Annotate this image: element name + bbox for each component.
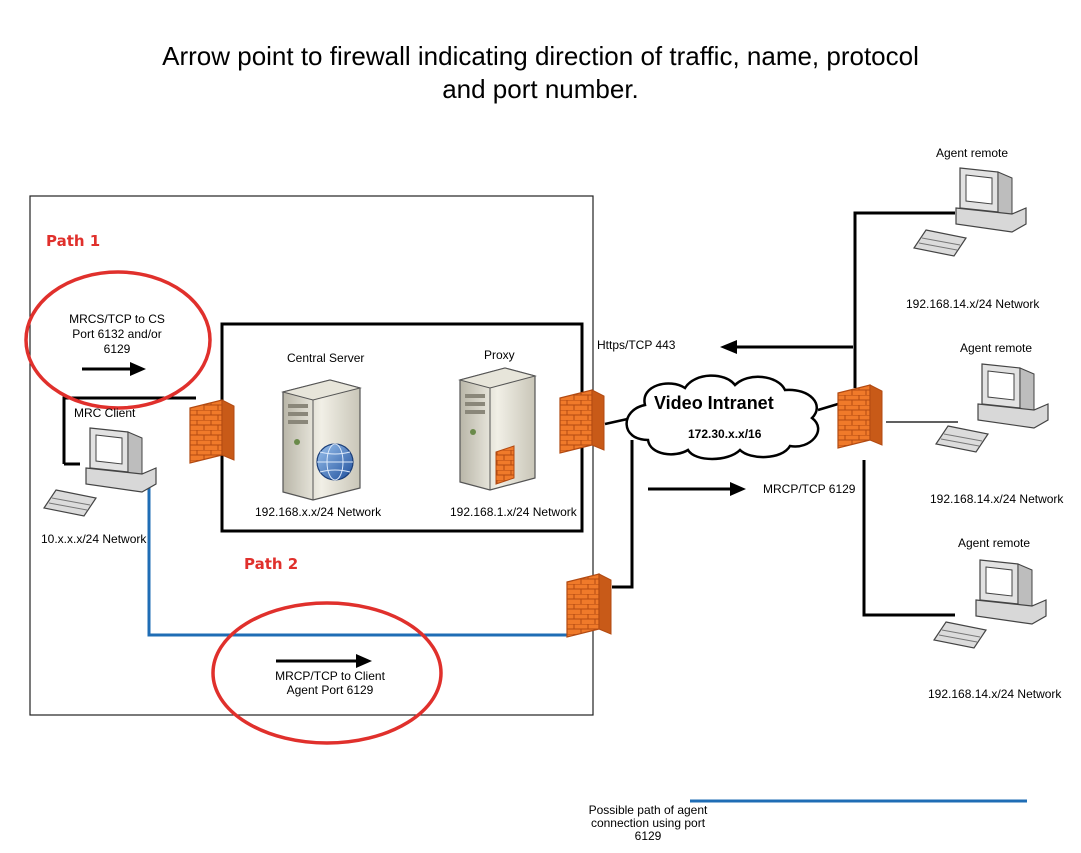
https-protocol-label: Https/TCP 443 [597, 338, 676, 352]
path2-note-line: MRCP/TCP to Client [275, 669, 385, 683]
path1-highlight [24, 270, 212, 410]
central-server-network: 192.168.x.x/24 Network [255, 505, 382, 519]
legend-line-text: 6129 [634, 829, 662, 843]
proxy-server-icon [458, 367, 537, 491]
legend-line-text: connection using port [590, 816, 706, 830]
firewall-icon [837, 384, 883, 449]
computer-icon [43, 427, 157, 517]
arrow-left-icon [720, 340, 853, 354]
globe-icon [316, 443, 354, 481]
path2-highlight [211, 601, 443, 745]
arrow-right-icon [276, 654, 372, 668]
path1-note-line: MRCS/TCP to CS [69, 312, 165, 326]
path2-note-line: Agent Port 6129 [286, 683, 374, 697]
firewall-icon [189, 399, 235, 464]
path1-label: Path 1 [46, 232, 101, 250]
agent-remote-label: Agent remote [936, 146, 1009, 160]
cloud-subnet: 172.30.x.x/16 [688, 427, 762, 441]
firewall-icon [566, 573, 612, 638]
agent-remote-network: 192.168.14.x/24 Network [928, 687, 1062, 701]
path1-note-line: 6129 [103, 342, 131, 356]
arrow-right-icon [648, 482, 746, 496]
agent-remote-label: Agent remote [960, 341, 1033, 355]
site-boundary [29, 195, 594, 716]
agent-remote-label: Agent remote [958, 536, 1031, 550]
legend-text: Possible path of agent connection using … [578, 804, 718, 843]
mrcp-protocol-label: MRCP/TCP 6129 [763, 482, 856, 496]
agent-remote-network: 192.168.14.x/24 Network [930, 492, 1064, 506]
firewall-icon [559, 389, 605, 454]
mrc-client-label: MRC Client [74, 406, 136, 420]
cloud-name: Video Intranet [654, 393, 774, 413]
arrow-right-icon [82, 362, 146, 376]
path2-label: Path 2 [244, 555, 299, 573]
legend-line-text: Possible path of agent [588, 803, 708, 817]
computer-icon [933, 559, 1047, 649]
path1-note-line: Port 6132 and/or [72, 327, 162, 341]
proxy-label: Proxy [484, 348, 515, 362]
path2-line [146, 476, 570, 637]
title-line-2: and port number. [442, 74, 639, 104]
path1-note: MRCS/TCP to CS Port 6132 and/or 6129 [52, 312, 182, 357]
path2-note: MRCP/TCP to Client Agent Port 6129 [255, 669, 405, 697]
proxy-network: 192.168.1.x/24 Network [450, 505, 577, 519]
mrc-client-network: 10.x.x.x/24 Network [41, 532, 147, 546]
computer-icon [935, 363, 1049, 453]
agent-remote-network: 192.168.14.x/24 Network [906, 297, 1040, 311]
title-line-1: Arrow point to firewall indicating direc… [162, 41, 919, 71]
server-icon [281, 379, 362, 501]
central-server-label: Central Server [287, 351, 365, 365]
cloud-shape [625, 374, 820, 461]
diagram-title: Arrow point to firewall indicating direc… [0, 40, 1081, 106]
